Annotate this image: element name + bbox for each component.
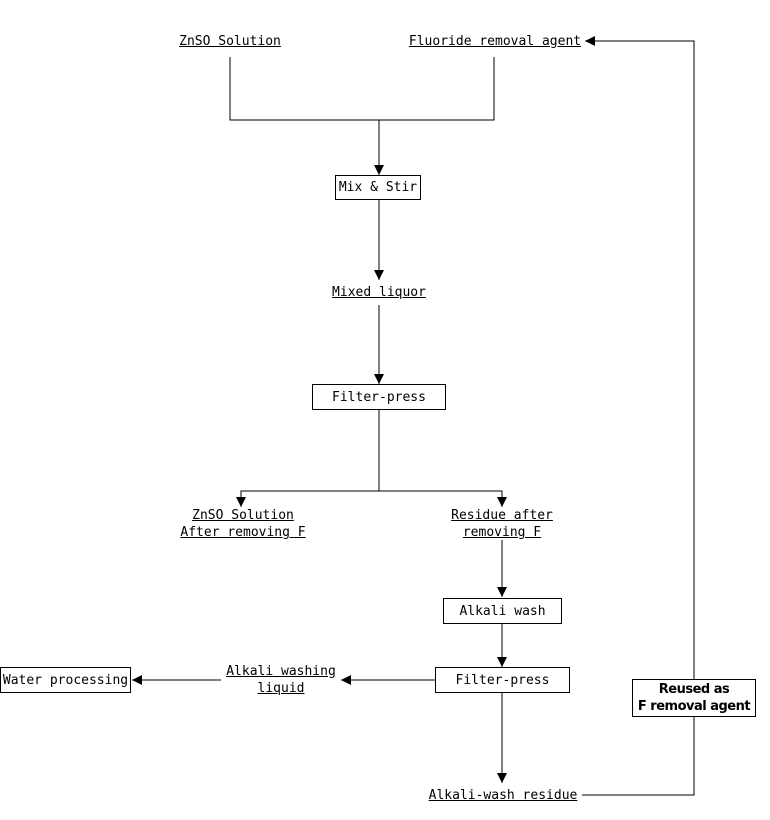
arrow-split-left: [236, 490, 379, 507]
connector-agent-to-merge: [379, 57, 495, 121]
water-processing-box: Water processing: [0, 667, 131, 693]
connector-znso-to-merge: [229, 57, 379, 121]
fluoride-agent-label: Fluoride removal agent: [408, 34, 582, 49]
alkali-wash-residue-label: Alkali-wash residue: [428, 788, 578, 803]
arrow-recycle-loop: [582, 36, 695, 796]
filter-press-box-1: Filter-press: [312, 384, 446, 410]
mix-stir-box: Mix & Stir: [335, 175, 421, 200]
alkali-wash-box: Alkali wash: [443, 598, 562, 624]
alkali-washing-liquid-label: Alkali washing liquid: [226, 664, 336, 696]
residue-after-label: Residue after removing F: [451, 508, 553, 540]
mixed-liquor-label: Mixed liquor: [332, 285, 426, 300]
filter-press-box-2: Filter-press: [435, 667, 570, 693]
znso-after-label: ZnSO Solution After removing F: [180, 508, 306, 540]
znso-solution-label: ZnSO Solution: [179, 34, 281, 49]
arrow-split-right: [379, 490, 507, 507]
reused-as-agent-box: Reused as F removal agent: [632, 679, 756, 717]
